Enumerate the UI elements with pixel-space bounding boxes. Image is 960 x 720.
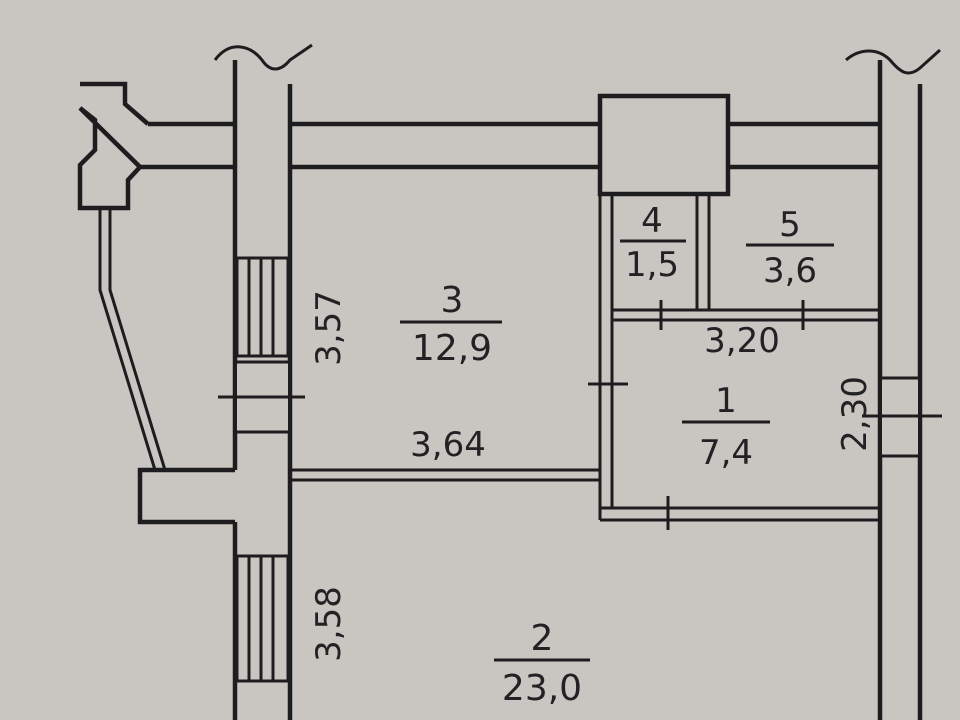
window-top-left-frame	[235, 256, 290, 358]
dim-room1-height: 2,30	[835, 376, 875, 452]
window-bottom-left-frame	[235, 554, 290, 683]
room-2-label: 2 23,0	[494, 618, 590, 709]
vent-block	[77, 81, 150, 211]
wall-under-4-5	[612, 308, 880, 322]
break-line-right	[845, 48, 942, 75]
room-1-label: 1 7,4	[682, 381, 770, 473]
room-4-area: 1,5	[625, 245, 679, 285]
shaft-box	[597, 93, 731, 197]
dim-room1-width: 3,20	[704, 321, 780, 361]
room-4-number: 4	[641, 201, 663, 241]
wall-under-room1	[600, 506, 880, 522]
partition-4-5	[695, 194, 711, 310]
dim-room3-width: 3,64	[410, 425, 486, 465]
room-2-area: 23,0	[502, 668, 582, 709]
balcony-rail	[98, 208, 167, 471]
room-4-label: 4 1,5	[620, 201, 686, 285]
dim-window-bottom-height: 3,58	[309, 586, 349, 662]
window-right-frame	[882, 376, 918, 458]
partition-left	[598, 194, 614, 520]
room-2-number: 2	[531, 618, 554, 659]
room-5-area: 3,6	[763, 251, 817, 291]
walls	[77, 60, 923, 720]
room-3-number: 3	[441, 280, 464, 321]
dim-window-top-height: 3,57	[309, 290, 349, 366]
room-5-number: 5	[779, 205, 801, 245]
dimension-ticks	[588, 300, 805, 530]
room-3-area: 12,9	[412, 328, 492, 369]
break-lines	[213, 43, 942, 75]
room-1-number: 1	[715, 381, 737, 421]
room-5-label: 5 3,6	[746, 205, 834, 291]
windows	[218, 256, 942, 683]
room-3-label: 3 12,9	[400, 280, 502, 369]
balcony-block	[137, 467, 235, 525]
left-wall-opening-frame	[237, 360, 288, 434]
room-1-area: 7,4	[699, 433, 753, 473]
room3-room2-wall	[290, 468, 600, 482]
break-line-left	[213, 43, 313, 71]
